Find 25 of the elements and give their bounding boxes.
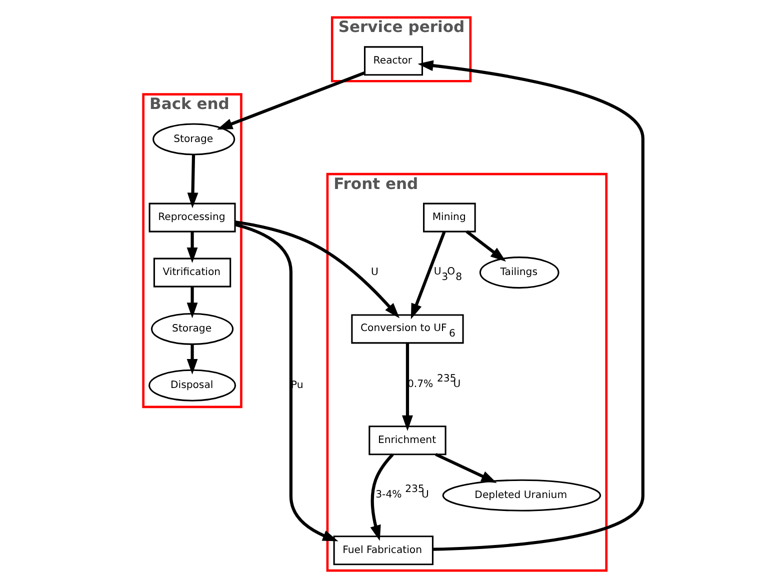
arrow (234, 220, 400, 318)
node-box: Mining (422, 202, 476, 232)
node-box: Vitrification (152, 258, 231, 288)
node-box: Reactor (363, 46, 423, 76)
arrow (434, 452, 496, 483)
node-box: Reprocessing (148, 202, 236, 232)
arrow (417, 60, 644, 551)
arrow (186, 154, 198, 208)
node-ellipse: Storage (152, 123, 235, 156)
node-ellipse: Tailings (478, 256, 559, 289)
node-ellipse: Depleted Uranium (442, 479, 601, 512)
arrow (216, 71, 365, 130)
arrow (186, 232, 198, 264)
arrow (234, 223, 338, 542)
arrow (410, 231, 446, 320)
edge-label: U (370, 267, 378, 278)
arrow (186, 286, 198, 318)
node-ellipse: Disposal (148, 369, 236, 402)
node-box: Enrichment (368, 426, 446, 456)
node-box: Fuel Fabrication (332, 536, 433, 566)
node-ellipse: Storage (150, 312, 234, 345)
arrow (402, 343, 412, 431)
arrow (465, 230, 506, 262)
arrow (186, 344, 198, 375)
arrow (370, 453, 394, 541)
